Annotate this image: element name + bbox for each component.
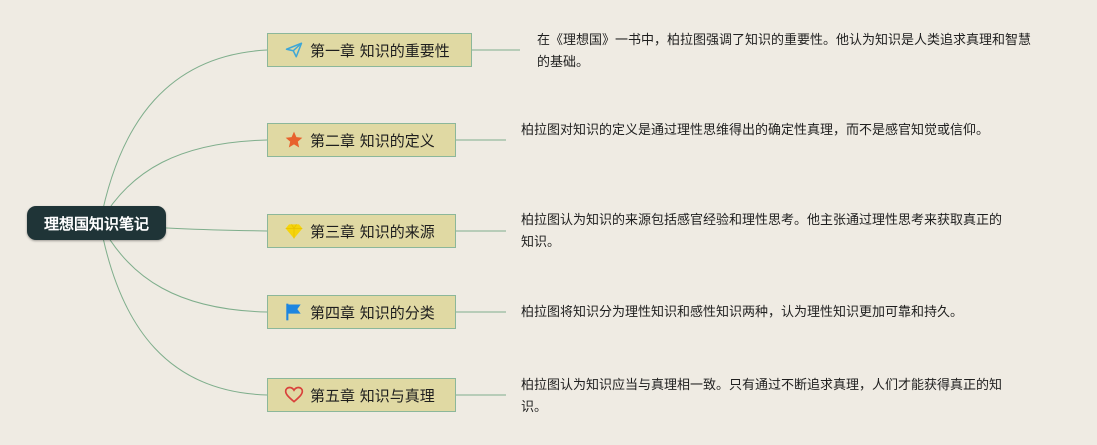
gem-icon — [284, 221, 304, 241]
flag-icon — [284, 302, 304, 322]
chapter-1-description: 在《理想国》一书中，柏拉图强调了知识的重要性。他认为知识是人类追求真理和智慧的基… — [537, 33, 1032, 70]
root-topic-label: 理想国知识笔记 — [43, 214, 149, 233]
chapter-1-label: 第一章 知识的重要性 — [310, 41, 450, 60]
chapter-3-topic[interactable]: 第三章 知识的来源 — [267, 214, 456, 248]
chapter-3-label: 第三章 知识的来源 — [310, 222, 435, 241]
star-icon — [284, 130, 304, 150]
branch-line-2 — [99, 139, 268, 224]
root-topic[interactable]: 理想国知识笔记 — [27, 206, 166, 240]
chapter-4-label: 第四章 知识的分类 — [310, 303, 435, 322]
chapter-1-topic[interactable]: 第一章 知识的重要性 — [267, 33, 472, 67]
chapter-2-description: 柏拉图对知识的定义是通过理性思维得出的确定性真理，而不是感官知觉或信仰。 — [521, 123, 990, 138]
chapter-2-label: 第二章 知识的定义 — [310, 131, 435, 150]
branch-line-1 — [99, 49, 268, 224]
paper-plane-icon — [284, 40, 304, 60]
chapter-5-description: 柏拉图认为知识应当与真理相一致。只有通过不断追求真理，人们才能获得真正的知识。 — [521, 378, 1003, 415]
chapter-4-topic[interactable]: 第四章 知识的分类 — [267, 295, 456, 329]
chapter-4-description: 柏拉图将知识分为理性知识和感性知识两种，认为理性知识更加可靠和持久。 — [521, 305, 964, 320]
chapter-3-description: 柏拉图认为知识的来源包括感官经验和理性思考。他主张通过理性思考来获取真正的知识。 — [521, 213, 1003, 250]
chapter-5-topic[interactable]: 第五章 知识与真理 — [267, 378, 456, 412]
heart-icon — [284, 385, 304, 405]
chapter-2-topic[interactable]: 第二章 知识的定义 — [267, 123, 456, 157]
branch-line-4 — [99, 222, 268, 313]
branch-line-5 — [99, 222, 268, 396]
chapter-5-label: 第五章 知识与真理 — [310, 386, 435, 405]
